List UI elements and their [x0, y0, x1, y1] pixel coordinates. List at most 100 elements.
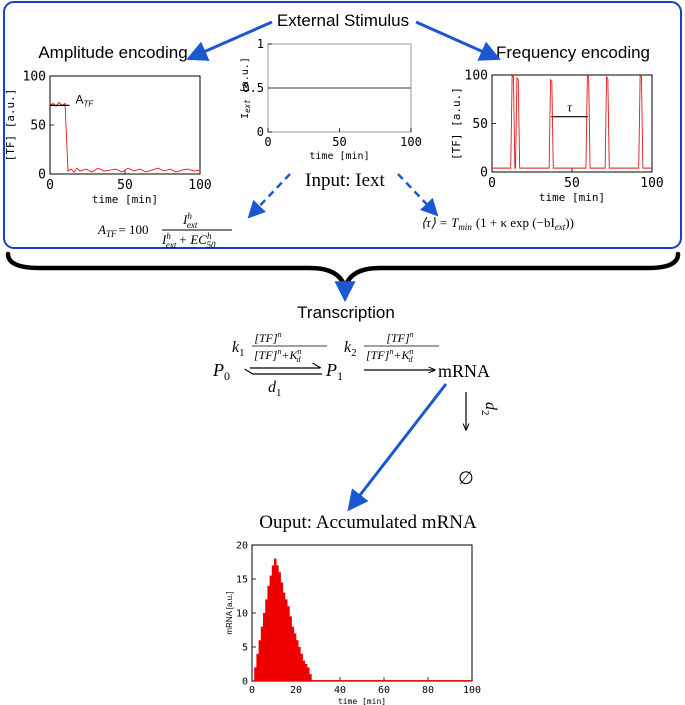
- y-tick-label: 10: [236, 609, 248, 620]
- x-tick-label: 0: [46, 178, 54, 193]
- mrna-bar: [298, 647, 301, 681]
- x-axis-label: time [min]: [338, 697, 386, 705]
- mrna-bar: [260, 626, 264, 681]
- x-tick-label: 80: [422, 685, 434, 696]
- empty-set: ∅: [458, 468, 474, 488]
- svg-text:ATF= 100: ATF= 100: [97, 222, 149, 239]
- mrna-bar: [280, 582, 284, 681]
- y-tick-label: 0: [242, 677, 248, 688]
- y-tick-label: 50: [30, 119, 46, 134]
- mrna-bar: [307, 667, 310, 681]
- y-axis-label: [TF] [a.u.]: [4, 89, 17, 162]
- svg-text:[TF]n+Knd: [TF]n+Knd: [366, 347, 413, 364]
- period-annotation: τ: [567, 100, 573, 115]
- mrna-bar: [291, 626, 295, 681]
- y-axis-label: [TF] [a.u.]: [450, 87, 463, 160]
- x-axis-label: time [min]: [92, 193, 158, 206]
- y-tick-label: 15: [236, 575, 248, 586]
- mrna-bar: [289, 616, 292, 681]
- mrna-bar: [263, 613, 266, 681]
- y-axis-label: Iext [a.u.]: [240, 57, 252, 119]
- x-tick-label: 100: [463, 685, 481, 696]
- dashed-arrow-amplitude-formula: [247, 173, 291, 219]
- svg-text:[TF]n+Knd: [TF]n+Knd: [254, 347, 301, 364]
- mrna-bar: [293, 633, 297, 681]
- y-tick-label: 20: [236, 541, 248, 552]
- mrna-bar: [287, 606, 290, 681]
- mrna-bar: [274, 558, 277, 681]
- y-axis-label: mRNA [a.u.]: [225, 591, 234, 634]
- x-tick-label: 100: [640, 176, 663, 191]
- svg-text:[TF]n: [TF]n: [254, 330, 281, 345]
- y-tick-label: 100: [23, 70, 46, 85]
- mrna-bar: [285, 599, 288, 681]
- species-p0: P0: [212, 360, 230, 383]
- rate-d1: d1: [268, 379, 282, 399]
- y-tick-label: 100: [465, 69, 488, 84]
- curly-brace: [5, 251, 681, 289]
- x-tick-label: 100: [400, 135, 422, 149]
- x-tick-label: 0: [249, 685, 255, 696]
- mrna-bar: [302, 660, 306, 681]
- mrna-bar: [276, 565, 279, 681]
- dashed-arrow-frequency-formula: [397, 173, 439, 217]
- x-tick-label: 0: [264, 135, 271, 149]
- mrna-bar: [300, 653, 303, 681]
- mrna-bar: [309, 674, 312, 681]
- amplitude-title: Amplitude encoding: [38, 43, 187, 62]
- transcription-title: Transcription: [297, 303, 395, 322]
- x-tick-label: 50: [332, 135, 346, 149]
- mrna-bar: [267, 585, 270, 681]
- mrna-bar: [278, 572, 281, 681]
- mrna-bar: [304, 664, 308, 681]
- plot-frame: [49, 75, 201, 175]
- mrna-bar: [269, 575, 273, 681]
- amplitude-encoding-chart: 0 50 100 0 50 100 time [min] [TF] [a.u.] ATF: [4, 70, 212, 206]
- rate-k2: k2: [344, 339, 357, 359]
- x-axis-label: time [min]: [539, 191, 605, 204]
- arrow-to-output: [347, 383, 448, 512]
- y-tick-label: 0.5: [242, 81, 264, 95]
- mrna-bar: [296, 640, 299, 681]
- x-tick-label: 60: [378, 685, 390, 696]
- x-axis-label: time [min]: [309, 151, 369, 162]
- species-mrna: mRNA: [438, 361, 490, 381]
- y-tick-label: 1: [257, 37, 264, 51]
- arrow-to-frequency: [415, 20, 501, 61]
- x-tick-label: 100: [188, 178, 211, 193]
- input-label: Input: Iext: [305, 170, 385, 191]
- output-title: Ouput: Accumulated mRNA: [259, 512, 477, 533]
- svg-text:[TF]n: [TF]n: [386, 330, 413, 345]
- mrna-bar: [256, 653, 259, 681]
- frequency-trace: [492, 73, 652, 169]
- frequency-formula: ⟨τ⟩ = Tmin(1 + κ exp (−bIext)): [421, 215, 574, 232]
- mrna-bar: [282, 592, 286, 681]
- amplitude-annotation: ATF: [76, 92, 95, 108]
- frequency-title: Frequency encoding: [496, 43, 650, 62]
- mrna-bar: [265, 599, 268, 681]
- y-tick-label: 0: [38, 168, 46, 183]
- species-p1: P1: [325, 360, 343, 383]
- svg-text:⟨τ⟩ = Tmin(1 + κ exp (−bIext)): ⟨τ⟩ = Tmin(1 + κ exp (−bIext)): [421, 215, 574, 232]
- y-tick-label: 50: [472, 117, 488, 132]
- y-tick-label: 0: [257, 125, 264, 139]
- x-tick-label: 50: [117, 178, 133, 193]
- y-tick-label: 5: [242, 643, 248, 654]
- mrna-bar: [271, 565, 275, 681]
- x-tick-label: 20: [290, 685, 302, 696]
- arrow-to-amplitude: [186, 20, 273, 61]
- y-tick-label: 0: [480, 166, 488, 181]
- stimulus-title: External Stimulus: [277, 11, 409, 30]
- rate-k1: k1: [232, 339, 245, 359]
- x-tick-label: 0: [488, 176, 496, 191]
- rate-d2: d2: [479, 402, 499, 416]
- mrna-bar: [254, 667, 257, 681]
- stimulus-chart: 0 50 100 0 0.5 1 time [min] Iext [a.u.]: [240, 37, 422, 162]
